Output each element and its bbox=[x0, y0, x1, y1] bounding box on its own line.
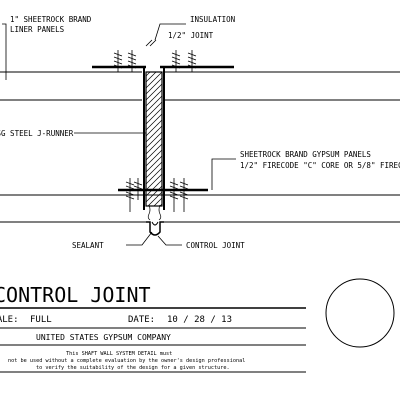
liner-panels-callout-line1: 1" SHEETROCK BRAND bbox=[10, 15, 92, 24]
control-joint-callout: CONTROL JOINT bbox=[186, 241, 245, 250]
control-joint-bead bbox=[146, 204, 164, 236]
scale-value: FULL bbox=[30, 315, 52, 325]
leader-lines bbox=[2, 23, 236, 246]
sealant-callout: SEALANT bbox=[72, 241, 104, 250]
disclaimer-line3: to verify the suitability of the design … bbox=[36, 365, 230, 371]
vertical-insulated-joint bbox=[143, 67, 165, 210]
upper-liner-panel-right bbox=[160, 65, 400, 101]
disclaimer-line1: This SHAFT WALL SYSTEM DETAIL must bbox=[66, 351, 172, 357]
j-runner-callout: USG STEEL J-RUNNER bbox=[0, 129, 74, 138]
disclaimer-line2: not be used without a complete evaluatio… bbox=[8, 358, 245, 364]
upper-liner-panel-left bbox=[0, 65, 146, 101]
date-value: 10 / 28 / 13 bbox=[167, 315, 232, 325]
screws-lower bbox=[125, 178, 189, 212]
company-name: UNITED STATES GYPSUM COMPANY bbox=[36, 333, 171, 342]
insulation-callout: INSULATION bbox=[190, 15, 235, 24]
drawing-title: CONTROL JOINT bbox=[0, 283, 151, 307]
date-label: DATE: bbox=[128, 315, 155, 325]
gypsum-panels-callout-line2: 1/2" FIRECODE "C" CORE OR 5/8" FIRECODE bbox=[240, 161, 400, 170]
scale-label: SCALE: bbox=[0, 315, 19, 325]
gypsum-panels-callout-line1: SHEETROCK BRAND GYPSUM PANELS bbox=[240, 150, 371, 159]
title-block bbox=[0, 278, 395, 373]
screws-upper bbox=[113, 50, 197, 72]
liner-panels-callout-line2: LINER PANELS bbox=[10, 25, 65, 34]
detail-number-circle bbox=[325, 278, 395, 348]
lower-gypsum-panel bbox=[0, 188, 400, 223]
half-inch-joint-callout: 1/2" JOINT bbox=[168, 31, 214, 40]
